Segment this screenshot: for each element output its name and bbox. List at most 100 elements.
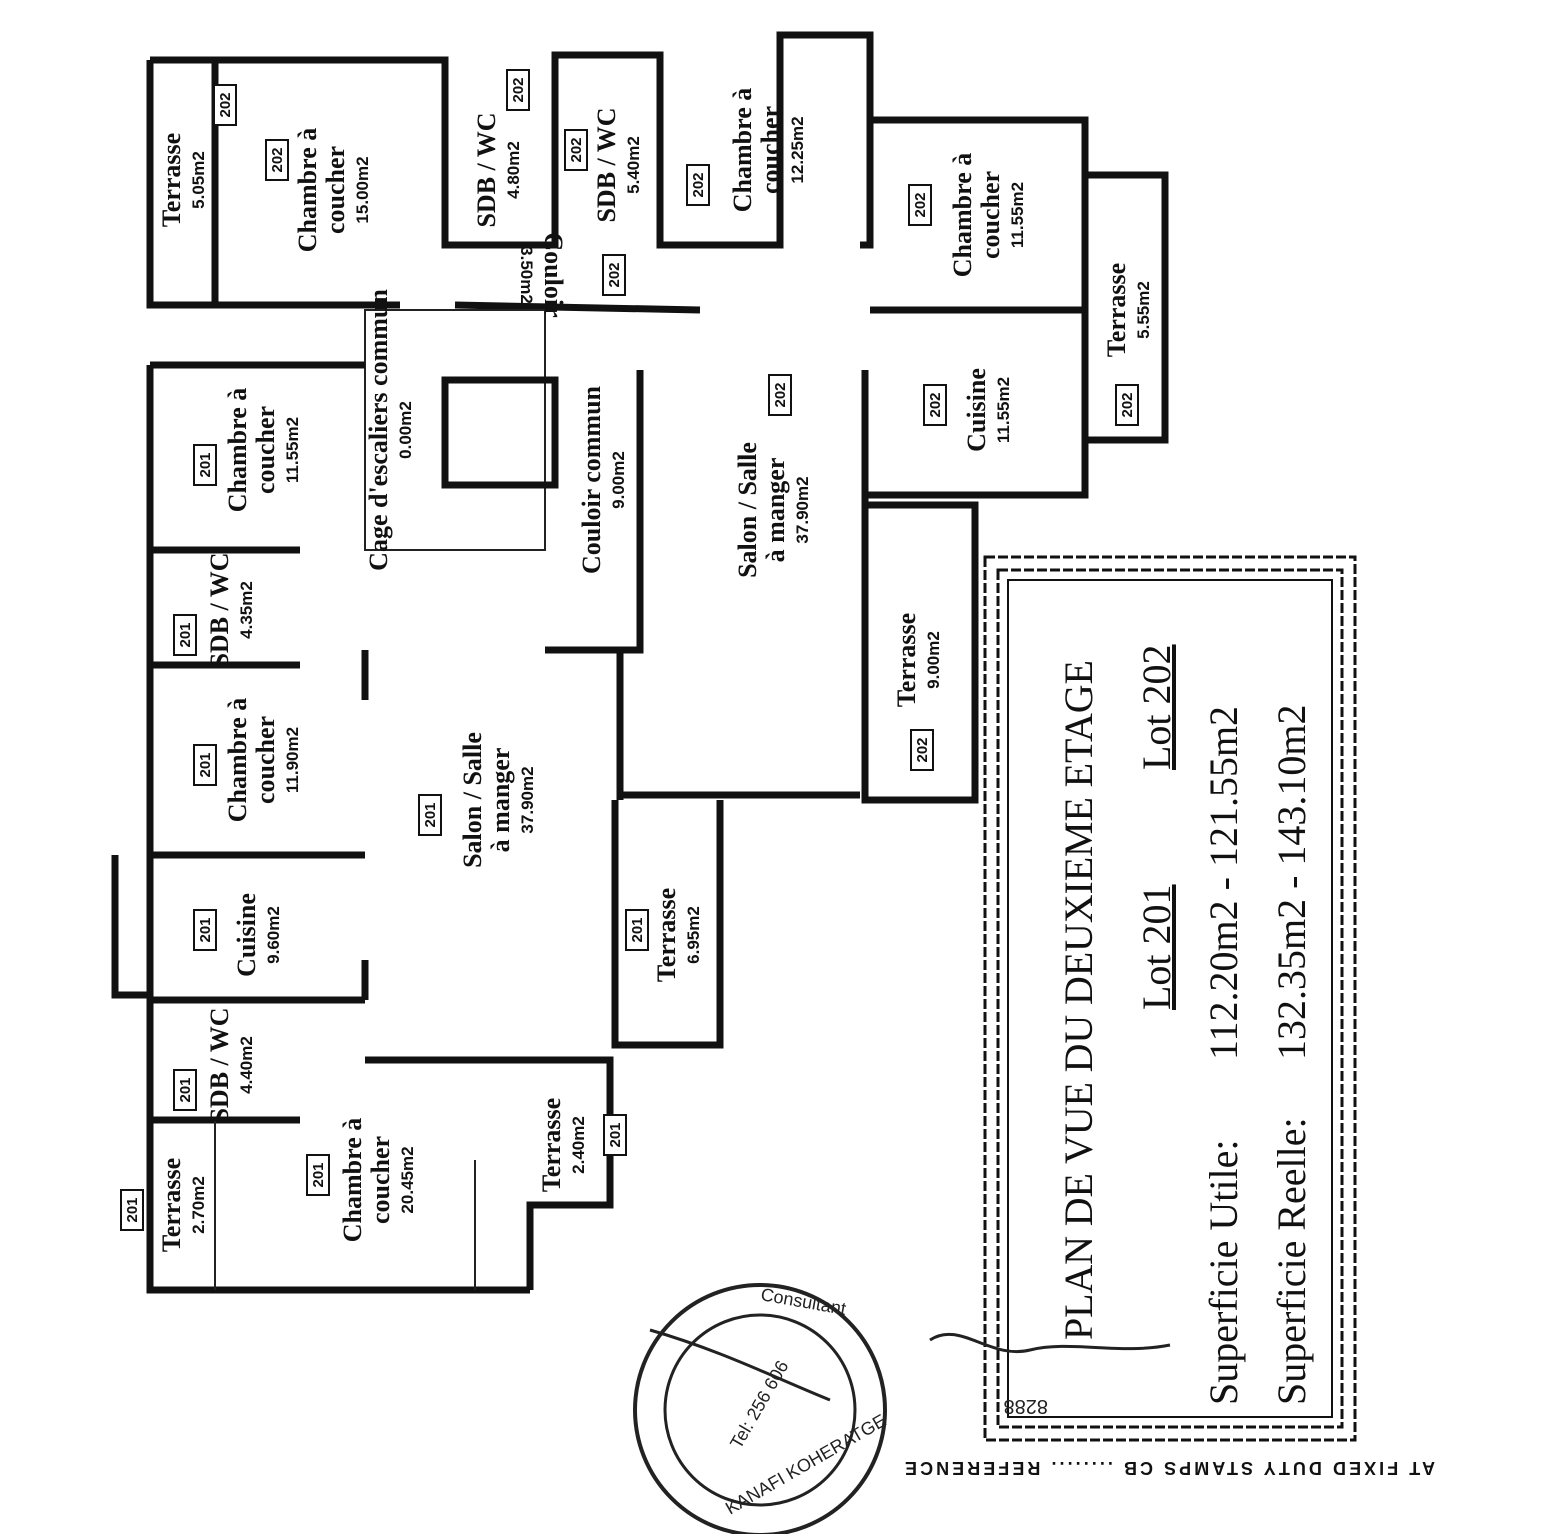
room-name: Couloir [539,232,568,317]
room-name: Chambre à [338,1118,367,1242]
lot-tag-box [1115,384,1139,426]
lot-tag: 202 [1119,392,1136,417]
room-area: 4.35m2 [237,581,256,639]
lot-tag-box [120,1189,144,1231]
lot-tag-box [173,1069,197,1111]
room-name: Chambre à [728,88,757,212]
room-area: 2.70m2 [189,1176,208,1234]
room-area: 11.55m2 [994,377,1013,443]
lot-tag-box [602,254,626,296]
superficie-reelle-values: 132.35m2 - 143.10m2 [1269,704,1314,1060]
room-name: à manger [761,458,790,563]
lot-tag: 202 [269,147,286,172]
room-name: Cuisine [962,368,991,452]
lot-tag-box [564,129,588,171]
stamp-strip: AT FIXED DUTY STAMPS CB ........ REFEREN… [905,1458,1435,1478]
room-name: coucher [321,146,350,234]
lot-tag: 201 [607,1122,624,1147]
room-name: Salon / Salle [458,732,487,868]
lot-tag-box [173,614,197,656]
room-name: SDB / WC [205,552,234,667]
room-name: SDB / WC [205,1007,234,1122]
lot-tag-box [193,909,217,951]
room-name: coucher [976,171,1005,259]
lot-tag-box [506,69,530,111]
superficie-reelle-label: Superficie Reelle: [1269,1117,1314,1405]
lot-tag-box [923,384,947,426]
room-area: 15.00m2 [353,156,372,223]
lot-tag-box [908,184,932,226]
lot-tag-box [910,729,934,771]
plan-title: PLAN DE VUE DU DEUXIEME ETAGE [1056,660,1101,1340]
lot-tag: 202 [606,262,623,287]
lot-tag: 201 [310,1162,327,1187]
lot-tag-box [418,794,442,836]
superficie-utile-values: 112.20m2 - 121.55m2 [1201,706,1246,1060]
room-name: Terrasse [157,1158,186,1252]
room-name: Cuisine [232,893,261,977]
room-name: Terrasse [892,613,921,707]
room-area: 5.55m2 [1134,281,1153,339]
room-area: 11.55m2 [1008,182,1027,248]
room-name: Chambre à [223,698,252,822]
room-name: Terrasse [1102,263,1131,357]
stamp-text-top: Consultant [759,1284,847,1319]
lot-tag: 201 [629,917,646,942]
room-name: Cage d'escaliers commun [364,289,393,571]
room-name: à manger [486,748,515,853]
lot-tag-box [306,1154,330,1196]
lot-tag-box [193,444,217,486]
room-area: 4.40m2 [237,1036,256,1094]
room-area: 2.40m2 [569,1116,588,1174]
room-name: coucher [251,406,280,494]
lot-tag: 202 [927,392,944,417]
room-area: 20.45m2 [398,1146,417,1213]
room-area: 3.50m2 [517,246,536,304]
room-area: 9.00m2 [609,451,628,509]
lot-tag: 202 [772,382,789,407]
room-area: 0.00m2 [396,401,415,459]
room-name: SDB / WC [592,107,621,222]
walls [111,31,1169,1294]
lot-tag-box [265,139,289,181]
room-name: Couloir commun [577,385,606,574]
room-name: coucher [366,1136,395,1224]
stamp-number: 8288 [1004,1395,1049,1417]
room-area: 9.00m2 [924,631,943,689]
lot-tag: 201 [177,1077,194,1102]
room-name: SDB / WC [472,112,501,227]
lot-tag-box [213,84,237,126]
room-area: 9.60m2 [264,906,283,964]
lot-tag: 201 [197,452,214,477]
room-area: 37.90m2 [518,766,537,833]
room-area: 11.55m2 [283,417,302,483]
room-name: Salon / Salle [733,442,762,578]
room-name: Chambre à [948,153,977,277]
lot-tag-box [625,909,649,951]
room-name: Terrasse [652,888,681,982]
lot-tag: 201 [177,622,194,647]
room-area: 5.05m2 [189,151,208,209]
lot-tag-box [768,374,792,416]
lot-tag: 201 [124,1197,141,1222]
room-area: 4.80m2 [504,141,523,199]
